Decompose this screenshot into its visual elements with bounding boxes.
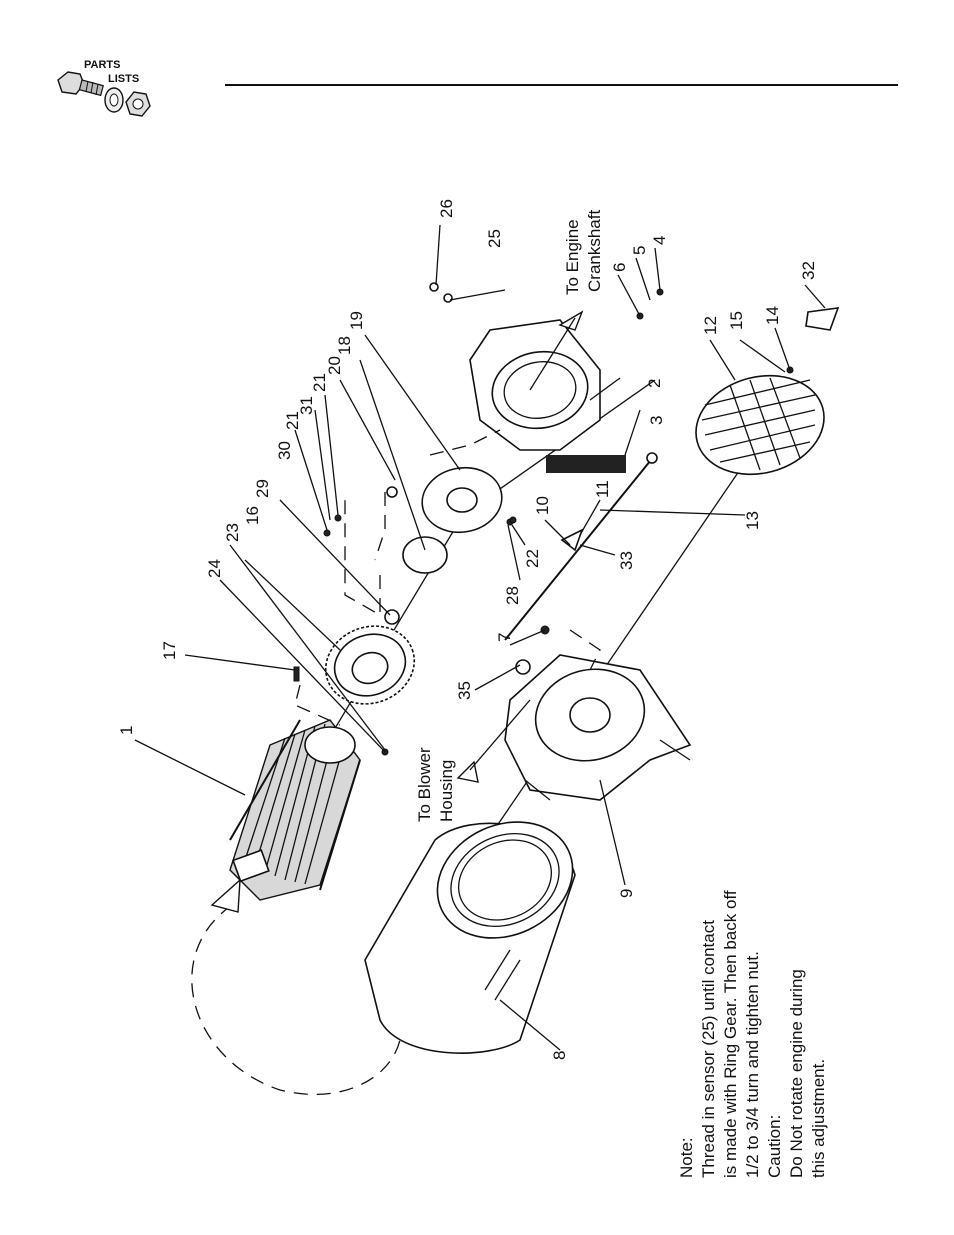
callout-18: 18 [335,336,354,355]
engine-arrow-line [529,317,576,391]
callout-1: 1 [117,726,136,735]
blower-label-line2: Housing [437,760,456,822]
callout-9: 9 [617,889,636,898]
callout-26: 26 [437,199,456,218]
engine-label-line2: Crankshaft [585,210,604,292]
loop-arrow-head [210,878,241,913]
callout-30: 30 [275,441,294,460]
fan-guard [695,374,825,476]
nut-icon [125,91,151,117]
callout-14: 14 [763,306,782,325]
leader-lines [134,224,826,1051]
callout-4: 4 [650,236,669,245]
logo-text-parts: PARTS [84,59,120,71]
stator-housing [364,821,576,1054]
callout-23: 23 [223,523,242,542]
hardware-fasteners [293,282,840,756]
header-rule [225,84,898,86]
callout-32: 32 [799,261,818,280]
callout-24: 24 [205,559,224,578]
note-line-1: Thread in sensor (25) until contact [699,920,718,1178]
callout-29: 29 [253,479,272,498]
rear-bearing-carrier [504,654,692,801]
callout-15: 15 [727,311,746,330]
parts-lists-logo: PARTS LISTS [57,59,151,117]
note-line-4: Do Not rotate engine during [787,969,806,1178]
louver-block [546,455,626,473]
through-bolt [504,454,656,641]
callout-28: 28 [503,586,522,605]
engine-arrow-icon [558,310,584,331]
callout-13: 13 [743,511,762,530]
adapter-plate-hub [446,487,478,513]
blower-label-line1: To Blower [415,747,434,822]
callout-3: 3 [647,416,666,425]
bolt-icon [57,71,104,97]
callout-21-lower: 21 [283,411,302,430]
callout-33: 33 [617,551,636,570]
callout-2: 2 [645,379,664,388]
washer-icon [104,87,124,113]
rotor-return-loop [191,904,401,1095]
callout-16: 16 [243,506,262,525]
callout-35: 35 [455,681,474,700]
note-heading: Note: [677,1137,696,1178]
adapter-plate-small [402,536,448,574]
callout-11: 11 [593,480,612,498]
callout-31: 31 [297,396,316,415]
blower-arrow-line [469,699,531,771]
caution-heading: Caution: [765,1115,784,1178]
adjustment-note: Note: Thread in sensor (25) until contac… [677,890,828,1178]
ring-gear [324,625,416,705]
note-line-3: 1/2 to 3/4 turn and tighten nut. [743,951,762,1178]
callout-8: 8 [550,1051,569,1060]
engine-adapter [469,319,601,451]
callout-6: 6 [610,263,629,272]
logo-text-lists: LISTS [108,73,139,85]
callout-10: 10 [533,496,552,515]
callout-22: 22 [523,549,542,568]
note-line-2: is made with Ring Gear. Then back off [721,890,740,1178]
callout-21-upper: 21 [310,373,329,392]
callout-19: 19 [347,311,366,330]
callout-12: 12 [701,316,720,335]
engine-label-line1: To Engine [563,219,582,295]
callout-20: 20 [325,356,344,375]
note-line-5: this adjustment. [809,1059,828,1178]
callout-7: 7 [495,633,514,642]
rotor-assembly [229,719,361,901]
callout-5: 5 [630,246,649,255]
callout-25: 25 [485,229,504,248]
assembly-dashed-lines [294,429,601,726]
callout-17: 17 [160,641,179,660]
